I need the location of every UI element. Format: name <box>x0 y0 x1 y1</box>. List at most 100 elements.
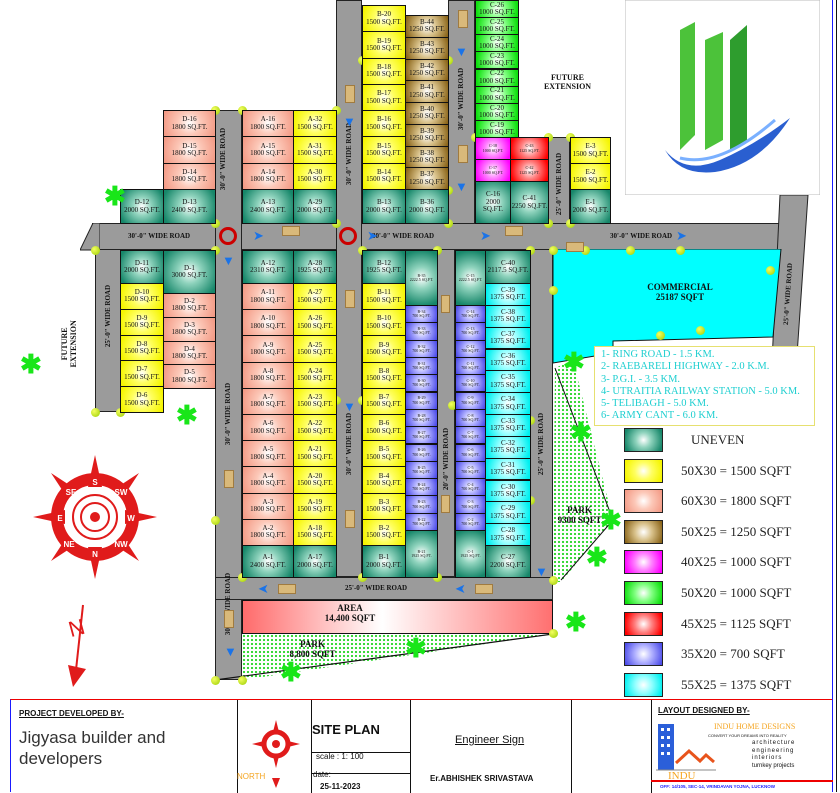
commercial-plot[interactable] <box>553 249 788 369</box>
